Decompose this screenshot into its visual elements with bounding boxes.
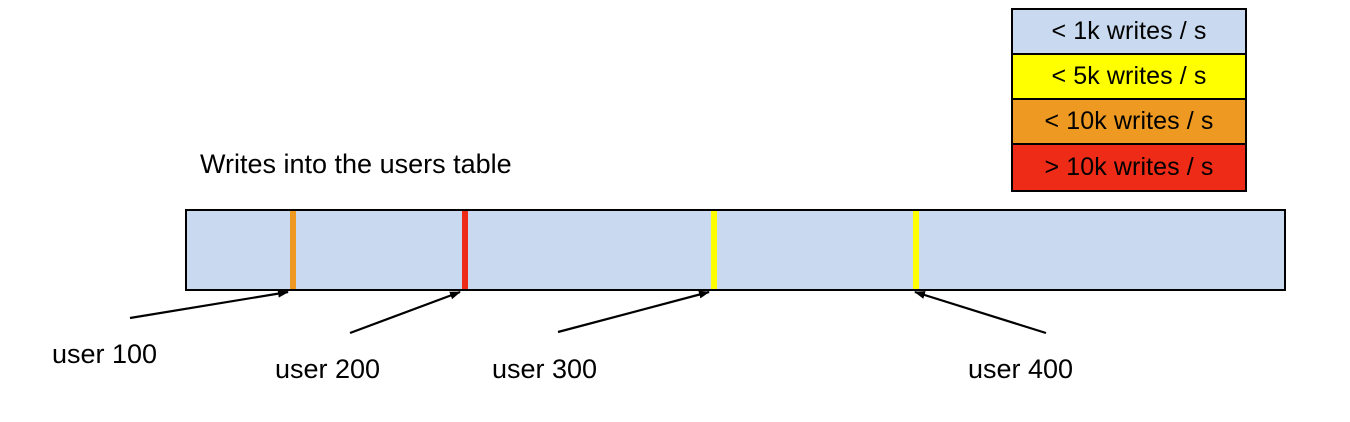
legend-row-3: > 10k writes / s [1013, 145, 1245, 190]
write-rate-legend: < 1k writes / s < 5k writes / s < 10k wr… [1011, 8, 1247, 192]
legend-row-1: < 5k writes / s [1013, 55, 1245, 100]
legend-row-0: < 1k writes / s [1013, 10, 1245, 55]
users-table-bar [185, 209, 1286, 291]
label-user-200: user 200 [275, 354, 381, 384]
arrow-user-100 [129, 289, 289, 320]
chart-caption: Writes into the users table [200, 149, 512, 179]
label-user-100: user 100 [52, 339, 158, 369]
arrow-user-300 [557, 290, 710, 334]
legend-label: < 5k writes / s [1051, 62, 1207, 90]
user-400-stripe [913, 211, 919, 289]
legend-label: < 10k writes / s [1044, 107, 1214, 135]
arrow-user-200 [349, 290, 461, 335]
legend-label: < 1k writes / s [1051, 17, 1207, 45]
arrow-user-400 [914, 290, 1047, 335]
user-100-stripe [290, 211, 296, 289]
legend-row-2: < 10k writes / s [1013, 100, 1245, 145]
user-300-stripe [711, 211, 717, 289]
label-user-300: user 300 [492, 354, 598, 384]
user-200-stripe [462, 211, 468, 289]
legend-label: > 10k writes / s [1044, 153, 1214, 181]
label-user-400: user 400 [968, 354, 1074, 384]
